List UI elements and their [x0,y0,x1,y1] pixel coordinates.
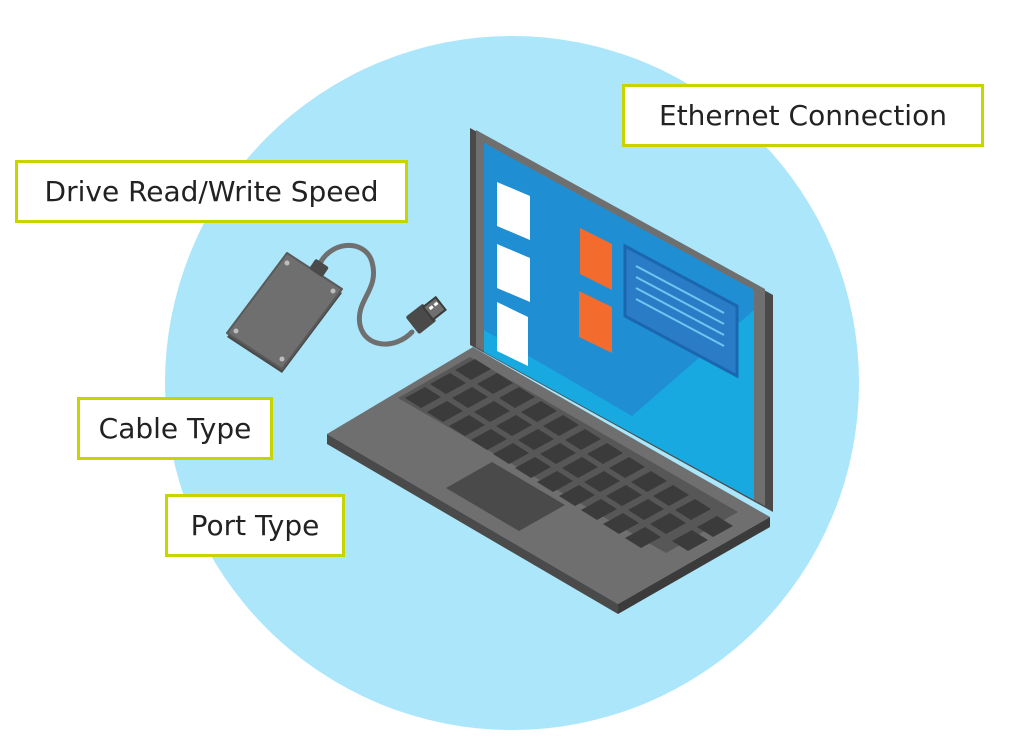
cable-type-label: Cable Type [77,397,273,460]
usb-plug-icon [406,295,447,334]
ethernet-connection-label: Ethernet Connection [622,84,984,147]
keyboard-keys [405,359,733,551]
usb-cable-icon [315,243,415,347]
desktop-file-icon-1 [497,182,530,240]
desktop-folder-icon-2 [579,291,612,353]
port-type-label: Port Type [165,494,345,557]
desktop-file-icon-3 [497,302,528,366]
external-hard-drive-icon [226,243,447,373]
trackpad [446,462,565,531]
desktop-folder-icon-1 [580,228,612,290]
laptop-icon [327,128,773,614]
drive-speed-label: Drive Read/Write Speed [15,160,408,223]
desktop-file-icon-2 [497,244,530,302]
